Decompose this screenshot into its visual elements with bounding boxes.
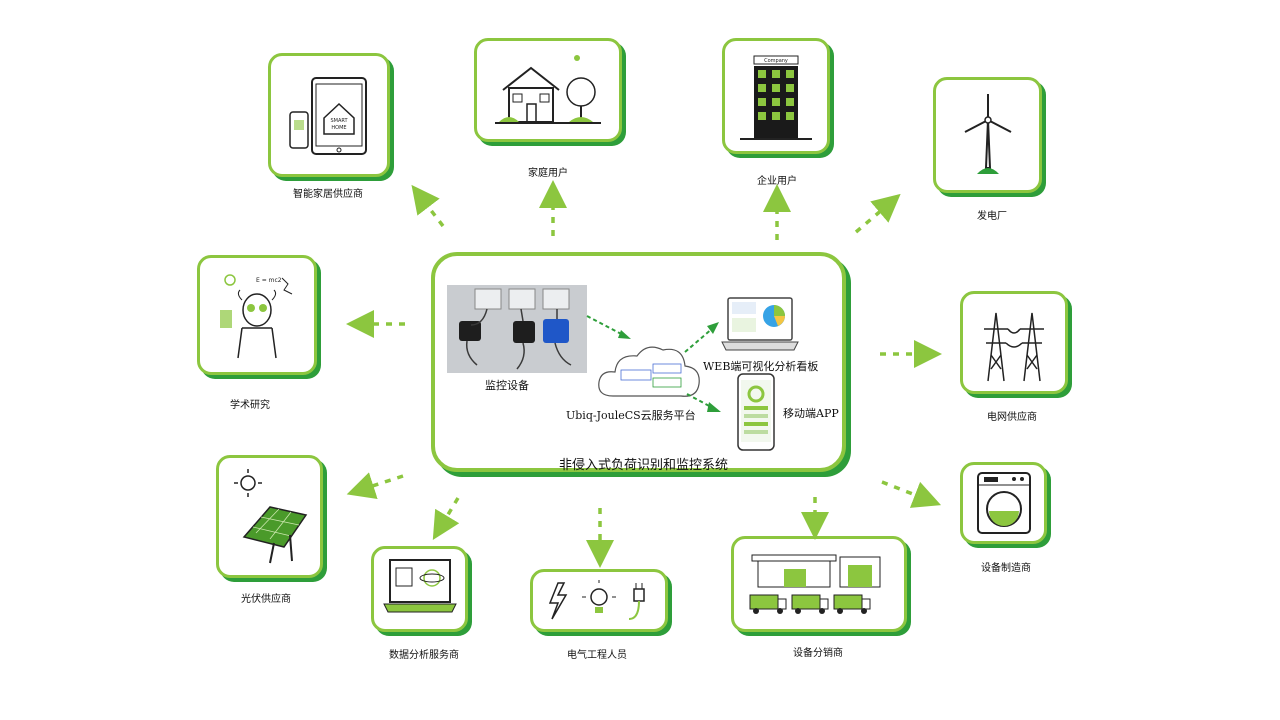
cloud-platform-icon (598, 346, 700, 397)
center-system-panel: 监控设备 Ubiq-JouleCS云服务平台 WEB端可视化分析看板 (431, 252, 846, 473)
arrow-to-smart-home (411, 184, 445, 228)
node-smart-home: SMART HOME (268, 53, 390, 177)
node-manufacturer (960, 462, 1047, 544)
web-dashboard-laptop-icon (721, 297, 799, 351)
node-distributor (731, 536, 907, 632)
home-text: HOME (331, 125, 346, 131)
label-enterprise: 企业用户 (757, 176, 797, 187)
formula-text: E = mc2 (256, 277, 282, 284)
office-building-icon: Company (740, 55, 812, 140)
label-home-user: 家庭用户 (528, 168, 568, 179)
arrows-cloud-to-clients (684, 322, 721, 412)
label-smart-home: 智能家居供应商 (293, 189, 363, 200)
laptop-analytics-icon (382, 559, 457, 613)
node-solar (216, 455, 323, 578)
label-solar: 光伏供应商 (241, 594, 291, 605)
monitoring-device-photo (447, 285, 587, 373)
warehouse-trucks-icon (749, 554, 881, 614)
node-research: E = mc2 (197, 255, 317, 375)
device-label: 监控设备 (485, 379, 529, 392)
node-power-plant (933, 77, 1042, 193)
house-icon (495, 55, 601, 124)
solar-panel-icon (233, 468, 307, 563)
label-data-service: 数据分析服务商 (389, 650, 459, 661)
label-power-plant: 发电厂 (977, 211, 1007, 222)
label-manufacturer: 设备制造商 (981, 563, 1031, 574)
mobile-app-label: 移动端APP (783, 407, 839, 420)
label-engineer: 电气工程人员 (567, 650, 627, 661)
label-grid: 电网供应商 (987, 412, 1037, 423)
arrow-to-solar (346, 472, 404, 499)
node-data-service (371, 546, 468, 632)
arrow-to-power-plant (854, 193, 901, 234)
node-home-user (474, 38, 622, 142)
node-engineer (530, 569, 668, 632)
label-research: 学术研究 (230, 400, 270, 411)
arrow-to-manufacturer (881, 480, 942, 508)
power-tower-icon (984, 312, 1044, 381)
node-grid (960, 291, 1068, 394)
electric-tools-icon (548, 579, 645, 620)
scientist-icon: E = mc2 (220, 274, 293, 359)
wind-turbine-icon (964, 94, 1011, 174)
arrow-to-data-service (432, 497, 460, 541)
system-title: 非侵入式负荷识别和监控系统 (559, 458, 729, 473)
smart-text: SMART (330, 118, 348, 124)
label-distributor: 设备分销商 (793, 648, 843, 659)
mobile-app-phone-icon (737, 373, 775, 451)
washing-machine-icon (976, 472, 1031, 534)
smart-home-tablet-icon: SMART HOME (289, 77, 367, 155)
company-sign-text: Company (764, 58, 788, 64)
arrow-device-to-cloud (586, 315, 631, 339)
web-dashboard-label: WEB端可视化分析看板 (703, 360, 819, 373)
cloud-platform-label: Ubiq-JouleCS云服务平台 (566, 409, 696, 422)
node-enterprise: Company (722, 38, 830, 154)
